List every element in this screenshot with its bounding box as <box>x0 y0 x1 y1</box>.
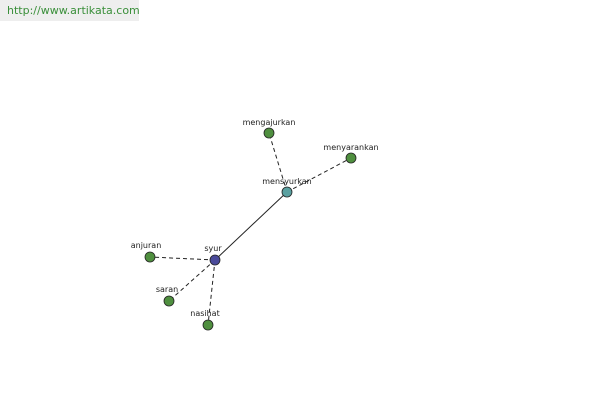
node-mengajurkan[interactable] <box>263 127 275 139</box>
node-label-saran[interactable]: saran <box>156 285 178 294</box>
node-mensyurkan[interactable] <box>281 186 293 198</box>
node-saran[interactable] <box>163 295 175 307</box>
edge-mensyurkan-mengajurkan <box>268 132 288 193</box>
nodes-layer <box>144 127 357 331</box>
edge-syur-nasihat <box>207 259 216 326</box>
node-label-mengajurkan[interactable]: mengajurkan <box>243 118 296 127</box>
edge-syur-saran <box>168 259 216 302</box>
edges-layer <box>149 132 352 326</box>
node-nasihat[interactable] <box>202 319 214 331</box>
node-anjuran[interactable] <box>144 251 156 263</box>
edge-mensyurkan-menyarankan <box>286 157 352 193</box>
node-syur[interactable] <box>209 254 221 266</box>
node-label-anjuran[interactable]: anjuran <box>131 241 162 250</box>
node-menyarankan[interactable] <box>345 152 357 164</box>
node-label-menyarankan[interactable]: menyarankan <box>323 143 378 152</box>
source-url-bar: http://www.artikata.com <box>0 0 140 21</box>
source-url-link[interactable]: http://www.artikata.com <box>7 4 140 17</box>
node-label-syur[interactable]: syur <box>204 244 222 253</box>
node-label-mensyurkan[interactable]: mensyurkan <box>262 177 312 186</box>
edge-syur-anjuran <box>149 256 216 261</box>
node-label-nasihat[interactable]: nasihat <box>190 309 219 318</box>
labels-layer: syur mensyurkan mengajurkan menyarankan anju… <box>131 118 379 318</box>
edge-syur-mensyurkan <box>214 191 288 261</box>
